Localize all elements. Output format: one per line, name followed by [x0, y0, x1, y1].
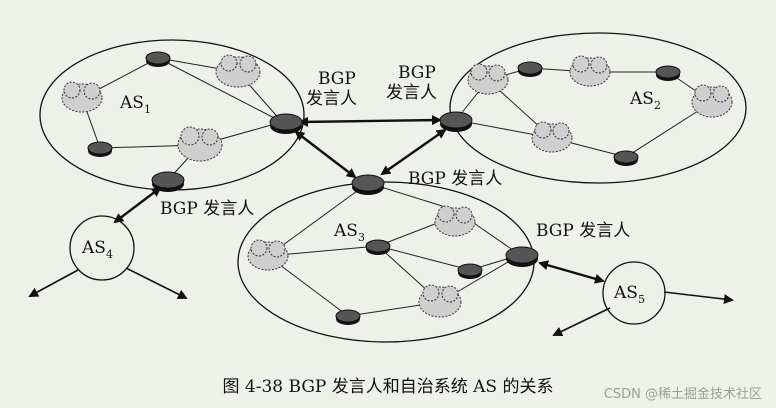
network-cloud-icon [434, 205, 476, 237]
router-icon [457, 263, 483, 279]
router-icon [335, 309, 361, 325]
as1-ellipse [39, 39, 305, 191]
network-cloud-icon [61, 81, 103, 113]
as4-circle [69, 215, 135, 281]
bgp-speaker-label-as1-bottom: BGP 发言人 [160, 199, 254, 219]
as2-label: AS2 [629, 89, 661, 112]
network-cloud-icon [177, 126, 223, 162]
router-icon [613, 150, 639, 166]
network-cloud-icon [418, 284, 462, 318]
network-clouds [61, 54, 733, 318]
router-icon [517, 61, 543, 77]
bgp-speaker-router-icon [439, 111, 473, 132]
network-cloud-icon [247, 239, 289, 271]
as1-label: AS1 [119, 93, 151, 116]
router-icon [365, 239, 391, 255]
bgp-speaker-router-icon [351, 174, 385, 195]
bgp-speaker-label-as1: BGP 发言人 [306, 69, 361, 109]
as4-label: AS4 [81, 238, 113, 261]
as5-label: AS5 [613, 283, 645, 306]
as3-label: AS3 [333, 221, 365, 244]
watermark: CSDN @稀土掘金技术社区 [603, 387, 762, 402]
as2-ellipse [449, 32, 747, 184]
bgp-speaker-label-as2: BGP 发言人 [386, 63, 441, 103]
network-cloud-icon [569, 55, 611, 87]
as3-links [267, 182, 521, 317]
bgp-speaker-label-as3-top: BGP 发言人 [408, 169, 502, 189]
bgp-speaker-router-icon [505, 246, 539, 267]
network-cloud-icon [467, 63, 509, 95]
router-icon [145, 51, 171, 67]
router-icon [655, 65, 681, 81]
bgp-speaker-label-as3-right: BGP 发言人 [536, 221, 630, 241]
network-cloud-icon [215, 54, 261, 88]
as5-circle [602, 261, 666, 325]
external-links [28, 267, 734, 337]
network-cloud-icon [691, 84, 733, 118]
bgp-speaker-router-icon [151, 171, 185, 192]
router-icon [87, 141, 113, 157]
figure-caption: 图 4-38 BGP 发言人和自治系统 AS 的关系 [222, 377, 554, 397]
routers [87, 51, 681, 325]
bgp-speaker-router-icon [269, 113, 303, 134]
bgp-links [113, 115, 605, 284]
network-cloud-icon [531, 121, 573, 153]
